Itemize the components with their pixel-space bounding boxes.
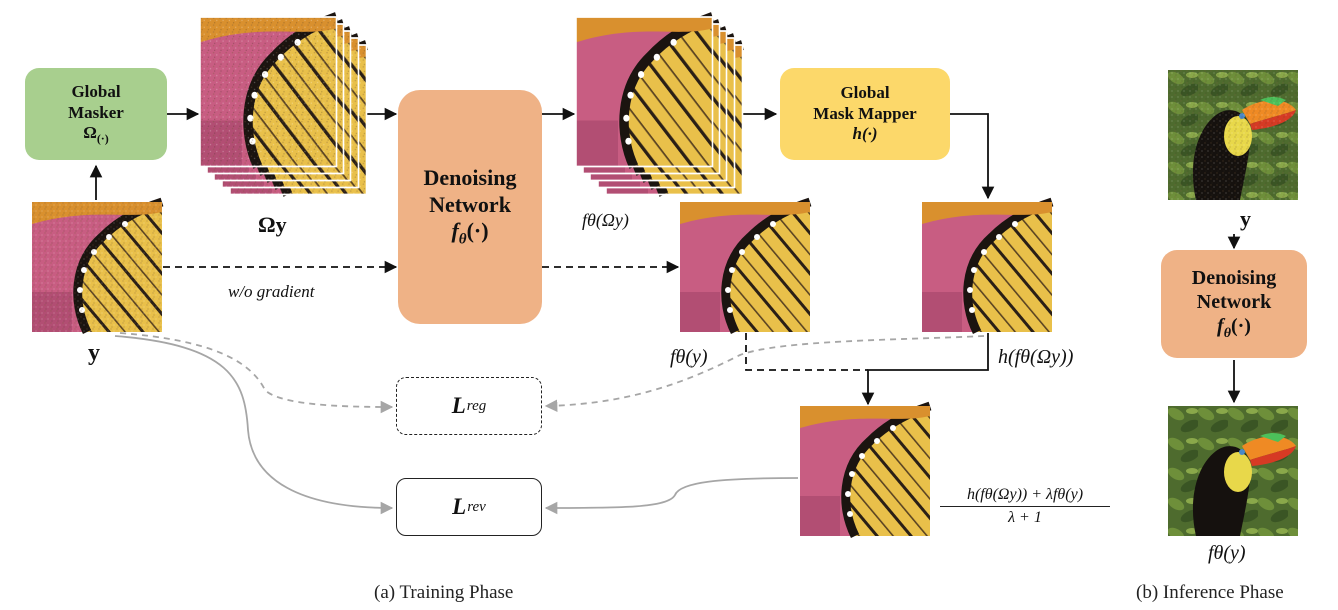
global-mask-mapper-box: Global Mask Mapper h(·) — [780, 68, 950, 160]
denoising-network-line1: Denoising — [423, 165, 517, 191]
connector-h-merge — [861, 333, 989, 406]
inference-network-box: Denoising Network fθ(·) — [1161, 250, 1307, 358]
masked-image-stack — [200, 17, 367, 195]
caption-inference-phase: (b) Inference Phase — [1136, 582, 1284, 603]
global-masker-line1: Global — [71, 82, 121, 102]
arrow-y-to-lreg — [119, 332, 394, 414]
noisy-input-image — [32, 202, 162, 332]
inference-network-line2: Network — [1196, 290, 1272, 313]
y-input-label: y — [88, 340, 100, 366]
mapper-line2: Mask Mapper — [813, 103, 917, 123]
mapper-symbol: h(·) — [852, 124, 878, 144]
arrow-mapper-to-h-image — [950, 113, 995, 200]
inference-fy-label: fθ(y) — [1208, 542, 1246, 564]
inference-denoised-image — [1168, 406, 1298, 536]
without-gradient-label: w/o gradient — [228, 282, 315, 301]
omega-y-label: Ωy — [258, 212, 287, 237]
combined-denominator: λ + 1 — [1008, 509, 1042, 526]
combined-output-image — [800, 406, 930, 536]
mapper-line1: Global — [840, 83, 890, 103]
fy-image — [680, 202, 810, 332]
f-omega-y-label: fθ(Ωy) — [582, 210, 629, 230]
denoised-image-stack — [576, 17, 743, 195]
arrow-h-to-lreg — [544, 335, 985, 413]
loss-reg-symbol: L — [451, 393, 466, 419]
caption-training-phase: (a) Training Phase — [374, 582, 514, 603]
global-masker-symbol: Ω(·) — [83, 123, 109, 146]
global-masker-box: Global Masker Ω(·) — [25, 68, 167, 160]
connector-fy-merge — [745, 333, 868, 371]
combined-numerator: h(fθ(Ωy)) + λfθ(y) — [940, 486, 1110, 507]
loss-rev-symbol: L — [452, 494, 467, 520]
denoising-network-line2: Network — [429, 191, 511, 217]
inference-network-line1: Denoising — [1191, 266, 1277, 289]
inference-y-label: y — [1240, 206, 1251, 231]
h-output-image — [922, 202, 1052, 332]
h-f-omega-y-label: h(fθ(Ωy)) — [998, 346, 1074, 368]
denoising-network-symbol: fθ(·) — [451, 218, 489, 248]
combined-fraction: h(fθ(Ωy)) + λfθ(y) λ + 1 — [940, 486, 1110, 527]
denoising-network-box: Denoising Network fθ(·) — [398, 90, 542, 324]
global-masker-line2: Masker — [68, 102, 124, 122]
arrow-combined-to-lrev — [544, 477, 799, 515]
loss-rev-sub: rev — [467, 499, 486, 515]
inference-network-symbol: fθ(·) — [1217, 314, 1251, 341]
arrow-y-to-lrev — [114, 335, 394, 515]
f-y-label: fθ(y) — [670, 346, 708, 368]
inference-noisy-image — [1168, 70, 1298, 200]
loss-reg-sub: reg — [466, 398, 487, 414]
